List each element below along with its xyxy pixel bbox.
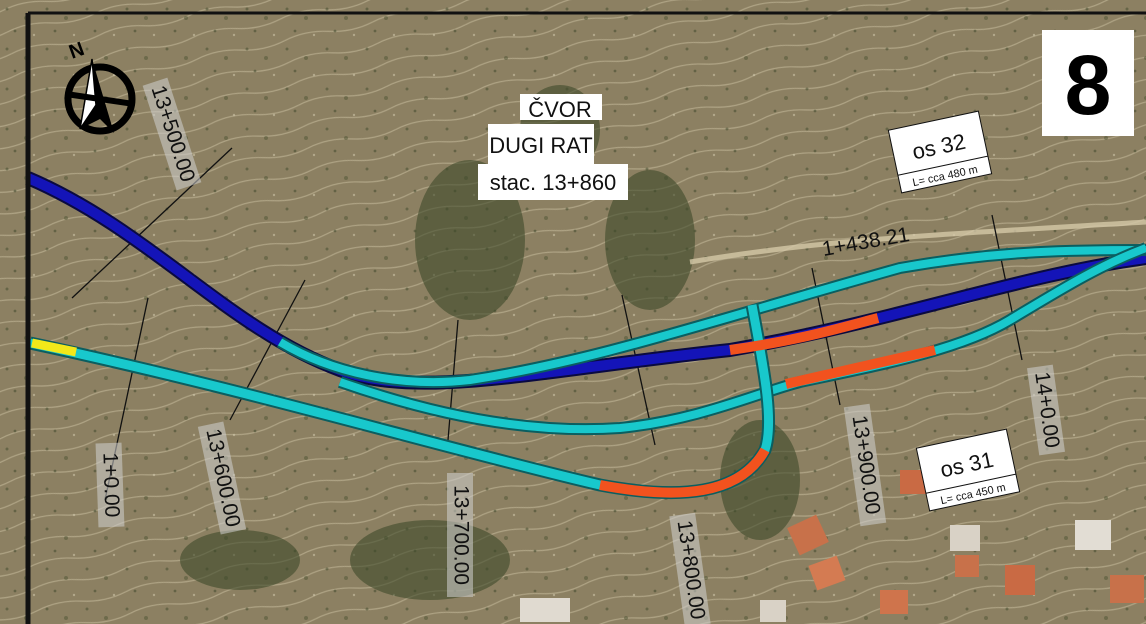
bridge-main xyxy=(729,313,880,355)
axis-32-label: os 32 L= cca 480 m xyxy=(887,110,993,194)
road-network xyxy=(25,171,1146,500)
node-title-box: ČVOR DUGI RAT stac. 13+860 xyxy=(478,94,628,200)
sheet-number: 8 xyxy=(1065,38,1112,132)
compass-north-arrow-icon: N xyxy=(64,38,136,135)
axis-31-label: os 31 L= cca 450 m xyxy=(915,428,1021,512)
ramp-upper xyxy=(277,246,1146,386)
north-letter: N xyxy=(66,38,87,64)
start-marker xyxy=(31,338,77,357)
bridge-loop xyxy=(599,447,770,498)
village-buildings xyxy=(520,470,1144,622)
node-title-line3: stac. 13+860 xyxy=(490,170,617,195)
local-road xyxy=(689,219,1146,265)
chainage-label-13700: 13+700.00 xyxy=(449,485,472,585)
sheet-number-box: 8 xyxy=(1042,30,1134,136)
chainage-label-1000: 1+0.00 xyxy=(98,452,123,518)
node-title-line2: DUGI RAT xyxy=(489,133,592,158)
map-frame xyxy=(25,11,1146,624)
node-title-line1: ČVOR xyxy=(528,97,592,122)
bridge-middle xyxy=(784,345,937,389)
